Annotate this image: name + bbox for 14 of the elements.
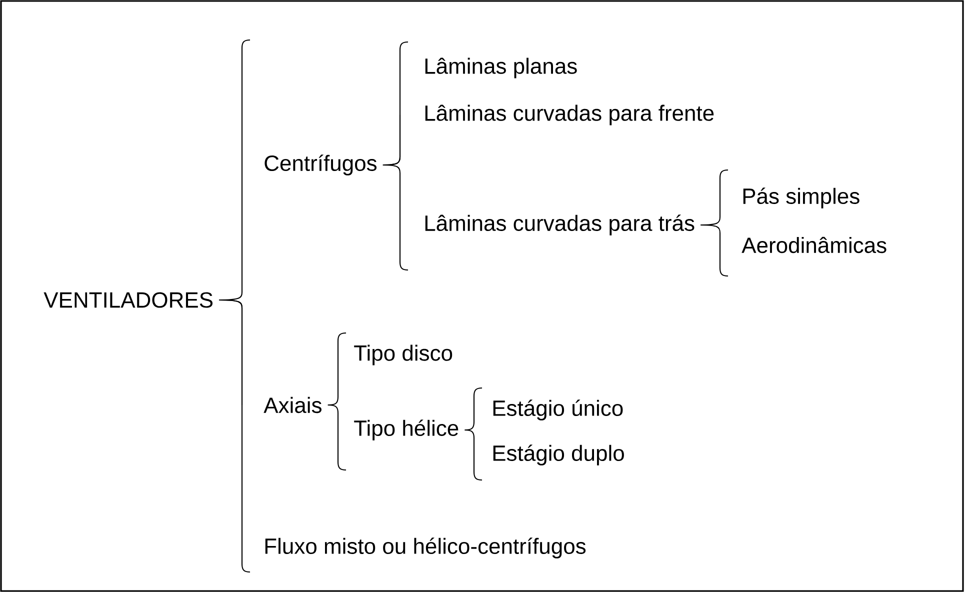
text-label: Pás simples [743,188,860,208]
text-label: Lâminas curvadas para trás [425,214,694,236]
text-label: Fluxo misto ou hélico-centrífugos [265,538,586,558]
text-label: Centrífugos [264,154,377,176]
text-label: Tipo hélice [354,420,458,440]
brace-line [382,164,401,225]
text-label: Lâminas curvadas para frente [425,104,714,126]
text-label: VENTILADORES [44,292,213,308]
text-label: Lâminas planas [425,58,577,78]
text-label: Estágio duplo [493,444,624,466]
text-label: Tipo disco [354,344,452,366]
text-label: Axiais [264,396,322,414]
text-label: Aerodinâmicas [742,236,886,254]
text-label: Estágio único [493,400,623,420]
